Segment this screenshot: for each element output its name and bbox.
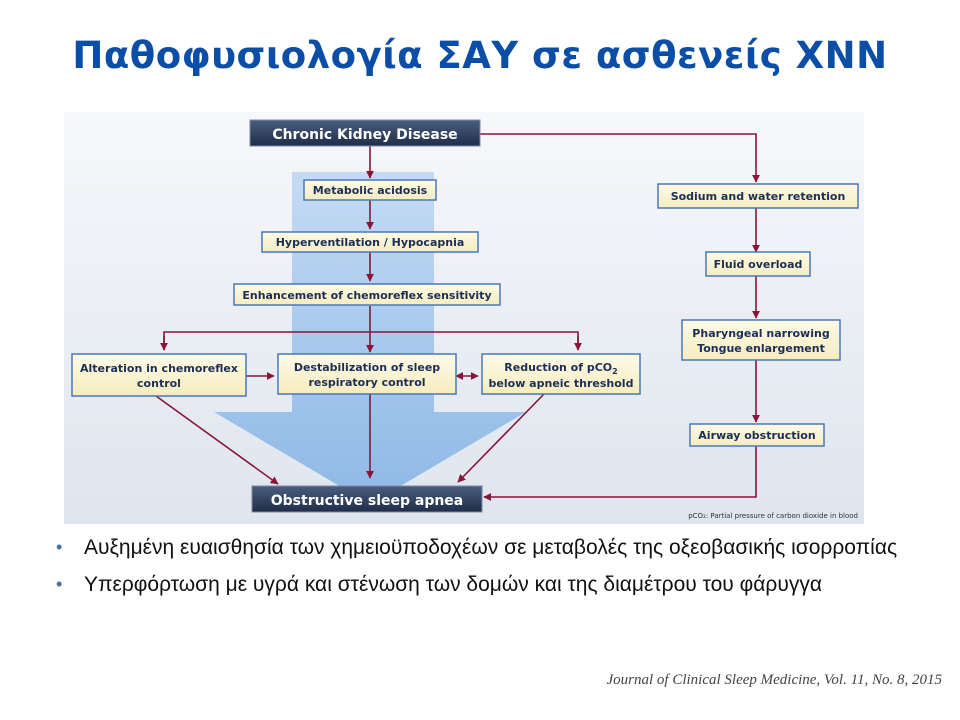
svg-text:below apneic threshold: below apneic threshold [489, 377, 634, 390]
svg-text:Destabilization of sleep: Destabilization of sleep [294, 361, 440, 374]
svg-text:control: control [137, 377, 181, 390]
bullet-dot-icon: • [56, 574, 63, 594]
bullet-list: •Αυξημένη ευαισθησία των χημειοϋποδοχέων… [52, 534, 932, 608]
citation: Journal of Clinical Sleep Medicine, Vol.… [606, 672, 942, 688]
svg-text:Metabolic acidosis: Metabolic acidosis [313, 184, 428, 197]
node-sodium-water-retention: Sodium and water retention [657, 183, 859, 209]
connectors [155, 133, 760, 501]
svg-text:Tongue enlargement: Tongue enlargement [697, 342, 825, 355]
node-destabilization: Destabilization of sleep respiratory con… [277, 353, 457, 395]
node-airway-obstruction: Airway obstruction [689, 423, 825, 447]
node-metabolic-acidosis: Metabolic acidosis [303, 179, 437, 201]
diagram-footnote: pCO₂: Partial pressure of carbon dioxide… [688, 512, 858, 520]
bullet-item: •Αυξημένη ευαισθησία των χημειοϋποδοχέων… [56, 536, 898, 559]
svg-text:Alteration in chemoreflex: Alteration in chemoreflex [80, 362, 238, 375]
node-chemoreflex-enhancement: Enhancement of chemoreflex sensitivity [233, 283, 501, 306]
svg-text:Airway obstruction: Airway obstruction [698, 429, 815, 442]
node-hyperventilation: Hyperventilation / Hypocapnia [261, 231, 479, 253]
diagram-background [64, 112, 864, 524]
bullet-item: •Υπερφόρτωση με υγρά και στένωση των δομ… [56, 573, 822, 596]
svg-text:Enhancement of chemoreflex sen: Enhancement of chemoreflex sensitivity [242, 289, 491, 302]
node-reduction-pco2: Reduction of pCO2 below apneic threshold [481, 353, 641, 395]
svg-text:respiratory control: respiratory control [308, 376, 425, 389]
pathophysiology-diagram: Chronic Kidney Disease Metabolic acidosi… [64, 112, 864, 524]
svg-text:Sodium and water retention: Sodium and water retention [671, 190, 846, 203]
slide-title: Παθοφυσιολογία ΣΑΥ σε ασθενείς ΧΝΝ [72, 34, 888, 77]
svg-text:Obstructive sleep apnea: Obstructive sleep apnea [271, 493, 464, 509]
svg-text:Reduction of pCO2: Reduction of pCO2 [504, 361, 617, 376]
svg-text:Chronic Kidney Disease: Chronic Kidney Disease [272, 127, 457, 143]
node-obstructive-sleep-apnea: Obstructive sleep apnea [251, 485, 483, 513]
node-alteration-chemoreflex: Alteration in chemoreflex control [71, 353, 247, 397]
svg-text:Hyperventilation / Hypocapnia: Hyperventilation / Hypocapnia [276, 236, 465, 249]
node-chronic-kidney-disease: Chronic Kidney Disease [249, 119, 481, 147]
node-fluid-overload: Fluid overload [705, 251, 811, 277]
node-pharyngeal-narrowing: Pharyngeal narrowing Tongue enlargement [681, 319, 841, 361]
svg-text:Fluid overload: Fluid overload [714, 258, 803, 271]
bullet-dot-icon: • [56, 537, 63, 557]
svg-text:Pharyngeal narrowing: Pharyngeal narrowing [692, 327, 829, 340]
